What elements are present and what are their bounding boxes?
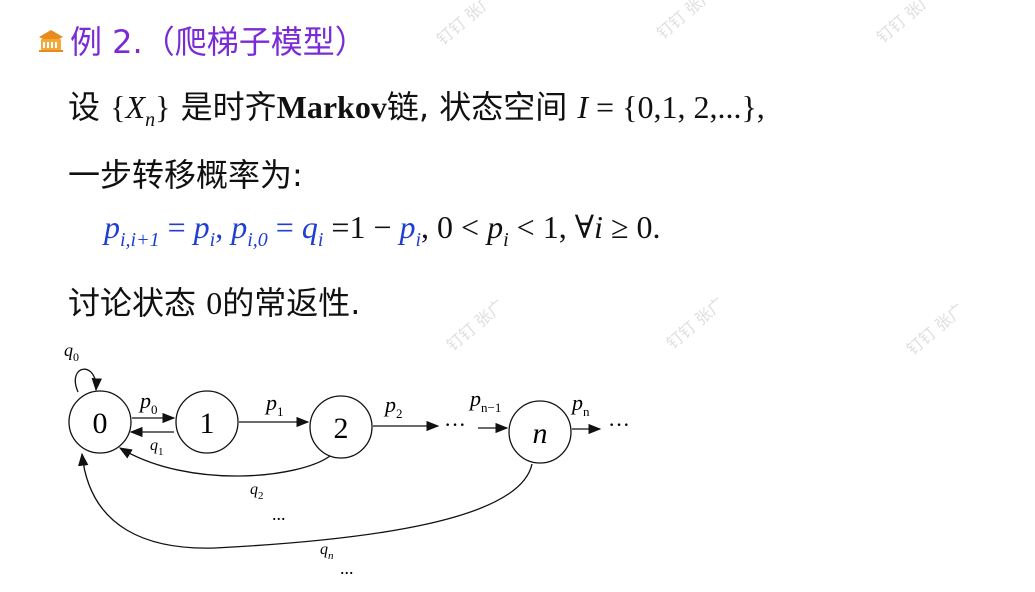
p-i-sub: i	[415, 229, 422, 251]
text-markov: Markov	[276, 89, 387, 125]
label-q0: q0	[64, 340, 79, 364]
p-i-sub: i	[503, 229, 509, 251]
dots-diag-2: ...	[340, 558, 354, 578]
state-node-2	[309, 395, 373, 459]
state-node-0	[68, 390, 132, 454]
state-zero: 0	[206, 285, 223, 321]
label-q1: q1	[150, 437, 164, 458]
text-homogeneous: 是时齐	[170, 88, 277, 126]
ellipsis-end: ···	[608, 412, 630, 437]
var-x: X	[125, 89, 146, 125]
watermark: 钉钉 张广	[902, 299, 969, 359]
watermark: 钉钉 张广	[872, 0, 939, 47]
label-pn: pn	[570, 390, 590, 419]
state-transition-diagram: q0 0 1 2 n p0 q1 p1 p2 ··· pn−1 pn ··· q…	[64, 340, 630, 578]
var-i: i	[594, 209, 603, 245]
p-back: p	[231, 209, 248, 245]
graduation-hat-icon	[39, 30, 63, 52]
var-x-sub: n	[145, 109, 156, 131]
label-p0: p0	[138, 388, 158, 417]
q-i-sub: i	[317, 229, 324, 251]
example-name: （爬梯子模型）	[142, 23, 367, 61]
text-she: 设	[68, 88, 111, 126]
set-open-brace: {	[110, 89, 126, 125]
p-i: p	[487, 209, 504, 245]
set-close-brace: }	[155, 89, 171, 125]
p-i-sub: i	[209, 229, 216, 251]
text-chain-state-space: 链, 状态空间	[386, 88, 578, 126]
zero-less: , 0 <	[421, 209, 488, 245]
var-i-space: I	[577, 89, 589, 125]
text-discuss-state: 讨论状态	[68, 284, 207, 322]
label-qn: qn	[320, 541, 334, 562]
p-forward-sub: i,i+1	[120, 229, 160, 251]
equals: =	[267, 209, 302, 245]
self-loop-arrow	[74, 368, 102, 393]
state-space-set: = {0,1, 2,...},	[588, 89, 765, 125]
label-q2: q2	[250, 481, 264, 502]
state-node-0-label: 0	[93, 407, 108, 440]
transition-formula: pi,i+1 = pi, pi,0 = qi =1 − pi, 0 < pi <…	[104, 208, 660, 252]
comma: ,	[215, 209, 232, 245]
one-minus: =1 −	[323, 209, 400, 245]
ellipsis-mid: ···	[444, 412, 466, 437]
state-node-1	[175, 390, 239, 454]
slide-title: 例 2. （爬梯子模型）	[36, 18, 367, 62]
less-one-forall: < 1, ∀	[508, 209, 595, 245]
markov-definition-line: 设 {Xn} 是时齐Markov链, 状态空间 I = {0,1, 2,...}…	[68, 82, 765, 132]
p-i: p	[193, 209, 210, 245]
dots-diag-1: ...	[272, 504, 286, 524]
label-pn-1: pn−1	[468, 386, 501, 415]
label-p1: p1	[264, 390, 284, 419]
recurrence-question: 讨论状态 0的常返性.	[68, 278, 360, 324]
transition-prob-heading: 一步转移概率为:	[68, 156, 303, 194]
state-node-1-label: 1	[200, 407, 215, 440]
state-node-2-label: 2	[334, 412, 349, 445]
arrow-2-0	[118, 447, 331, 477]
example-label: 例 2.	[70, 23, 143, 61]
label-p2: p2	[383, 392, 403, 421]
state-node-n-label: n	[533, 417, 548, 450]
arrow-n-0	[78, 452, 533, 549]
p-i: p	[399, 209, 416, 245]
watermark: 钉钉 张广	[652, 0, 719, 43]
p-forward: p	[104, 209, 120, 245]
p-back-sub: i,0	[247, 229, 268, 251]
q-i: q	[301, 209, 318, 245]
text-recurrence: 的常返性.	[222, 284, 361, 322]
watermark: 钉钉 张广	[432, 0, 499, 49]
state-node-n	[508, 400, 572, 464]
equals: =	[159, 209, 194, 245]
geq-zero: ≥ 0.	[602, 209, 661, 245]
